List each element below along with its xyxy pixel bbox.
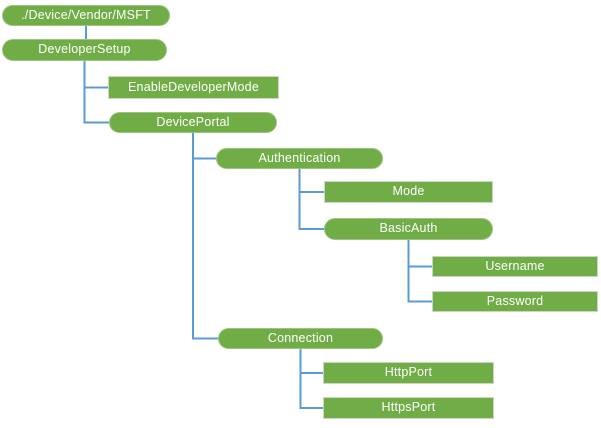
node-password: Password [432, 291, 598, 312]
node-connection: Connection [218, 328, 383, 349]
node-https-port: HttpsPort [323, 397, 494, 419]
node-label-mode: Mode [392, 184, 425, 199]
node-label-developer-setup: DeveloperSetup [38, 42, 131, 57]
node-label-enable-developer-mode: EnableDeveloperMode [128, 79, 259, 94]
node-username: Username [432, 256, 598, 277]
node-http-port: HttpPort [323, 362, 494, 384]
connector-basic-auth-to-password [407, 240, 434, 303]
connector-device-portal-to-connection [192, 133, 220, 340]
connector-device-portal-to-authentication [192, 133, 218, 160]
node-label-password: Password [486, 293, 544, 308]
node-enable-developer-mode: EnableDeveloperMode [108, 76, 279, 99]
connector-basic-auth-to-username [407, 240, 434, 268]
node-label-basic-auth: BasicAuth [379, 221, 438, 236]
node-label-authentication: Authentication [258, 150, 341, 165]
node-label-https-port: HttpsPort [381, 400, 436, 415]
node-label-device-portal: DevicePortal [156, 114, 230, 129]
connector-connection-to-https-port [299, 349, 325, 409]
connector-authentication-to-mode [298, 169, 326, 193]
node-developer-setup: DeveloperSetup [2, 39, 167, 61]
node-label-connection: Connection [267, 330, 334, 345]
node-mode: Mode [324, 181, 493, 203]
node-device-portal: DevicePortal [109, 112, 277, 133]
connector-authentication-to-basic-auth [298, 169, 326, 230]
connector-developer-setup-to-enable-developer-mode [83, 61, 110, 89]
node-label-root: ./Device/Vendor/MSFT [21, 7, 151, 22]
node-root: ./Device/Vendor/MSFT [2, 5, 170, 26]
node-authentication: Authentication [216, 148, 383, 169]
connector-developer-setup-to-device-portal [83, 61, 111, 124]
connector-connection-to-http-port [299, 349, 325, 374]
node-label-http-port: HttpPort [384, 365, 433, 380]
node-basic-auth: BasicAuth [324, 218, 493, 240]
node-label-username: Username [485, 258, 545, 273]
